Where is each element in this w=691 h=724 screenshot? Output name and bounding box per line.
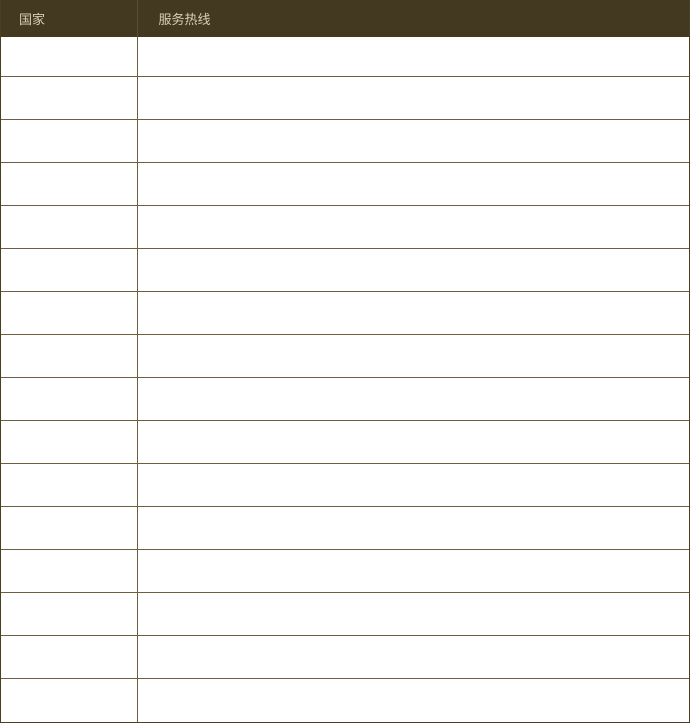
country-cell bbox=[1, 377, 138, 421]
hotline-cell bbox=[137, 420, 689, 464]
country-cell bbox=[1, 248, 138, 292]
table-row bbox=[1, 506, 689, 550]
country-cell bbox=[1, 162, 138, 206]
hotline-cell bbox=[137, 119, 689, 163]
hotline-cell bbox=[137, 592, 689, 636]
hotline-cell bbox=[137, 205, 689, 249]
table-row bbox=[1, 248, 689, 292]
hotline-cell bbox=[137, 463, 689, 507]
table-row bbox=[1, 205, 689, 249]
country-cell bbox=[1, 291, 138, 335]
table-row bbox=[1, 549, 689, 593]
table-row bbox=[1, 377, 689, 421]
table-row bbox=[1, 678, 689, 722]
table-row bbox=[1, 420, 689, 464]
table-row bbox=[1, 76, 689, 120]
table-row bbox=[1, 592, 689, 636]
hotline-cell bbox=[137, 549, 689, 593]
hotline-cell bbox=[137, 76, 689, 120]
country-cell bbox=[1, 463, 138, 507]
hotline-cell bbox=[137, 37, 689, 77]
country-cell bbox=[1, 592, 138, 636]
country-cell bbox=[1, 76, 138, 120]
table-row bbox=[1, 635, 689, 679]
column-header-hotline: 服务热线 bbox=[137, 0, 689, 37]
hotline-cell bbox=[137, 162, 689, 206]
country-cell bbox=[1, 678, 138, 722]
hotline-cell bbox=[137, 506, 689, 550]
hotline-cell bbox=[137, 334, 689, 378]
table-row bbox=[1, 334, 689, 378]
hotline-cell bbox=[137, 678, 689, 722]
header-row: 国家 服务热线 bbox=[1, 0, 689, 37]
country-cell bbox=[1, 420, 138, 464]
country-cell bbox=[1, 506, 138, 550]
table-row bbox=[1, 291, 689, 335]
country-cell bbox=[1, 334, 138, 378]
hotline-cell bbox=[137, 377, 689, 421]
table-row bbox=[1, 162, 689, 206]
table-body bbox=[1, 36, 689, 722]
country-cell bbox=[1, 205, 138, 249]
table-row bbox=[1, 36, 689, 77]
table-row bbox=[1, 119, 689, 163]
country-cell bbox=[1, 36, 138, 77]
hotline-cell bbox=[137, 291, 689, 335]
table-row bbox=[1, 463, 689, 507]
hotline-cell bbox=[137, 635, 689, 679]
hotline-cell bbox=[137, 248, 689, 292]
column-header-country: 国家 bbox=[1, 0, 138, 37]
table-header: 国家 服务热线 bbox=[1, 0, 689, 37]
country-cell bbox=[1, 635, 138, 679]
country-cell bbox=[1, 119, 138, 163]
country-cell bbox=[1, 549, 138, 593]
